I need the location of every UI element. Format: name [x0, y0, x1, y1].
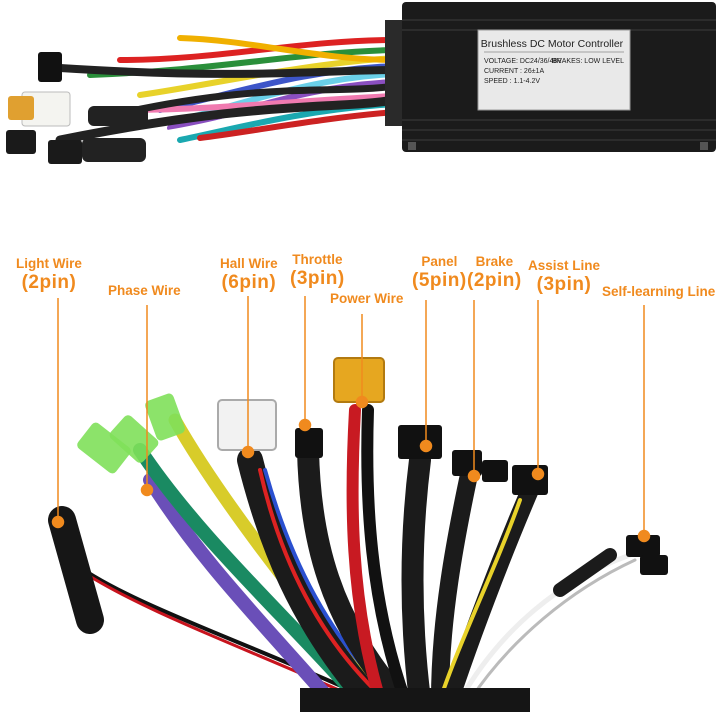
- top-connector-black: [38, 52, 62, 82]
- controller-title: Brushless DC Motor Controller: [481, 38, 624, 50]
- wire-harness: [48, 357, 668, 712]
- controller-current: CURRENT : 26±1A: [484, 68, 544, 75]
- controller-label-plate: Brushless DC Motor Controller VOLTAGE: D…: [477, 29, 631, 111]
- controller-voltage: VOLTAGE: DC24/36/48V: [484, 58, 562, 65]
- label-self-learning-line: Self-learning Line: [602, 284, 716, 299]
- top-heatshrink: [82, 138, 146, 162]
- label-power-wire: Power Wire: [330, 291, 404, 306]
- panel-marker: [419, 439, 433, 453]
- brake-marker: [467, 469, 481, 483]
- label-panel: Panel (5pin): [412, 254, 467, 291]
- throttle-marker: [298, 418, 312, 432]
- controller-photo: Brushless DC Motor Controller VOLTAGE: D…: [6, 2, 716, 164]
- light-wire-marker: [51, 515, 65, 529]
- label-brake: Brake (2pin): [467, 254, 522, 291]
- power-wire-marker: [355, 395, 369, 409]
- controller-speed: SPEED : 1.1-4.2V: [484, 78, 540, 85]
- top-connector-small-2: [48, 140, 82, 164]
- phase-wire-marker: [140, 483, 154, 497]
- label-hall-wire: Hall Wire (6pin): [220, 256, 278, 293]
- label-assist-line: Assist Line (3pin): [528, 258, 601, 295]
- self-learning-line-marker: [637, 529, 651, 543]
- top-wire-bundle: [55, 35, 400, 145]
- label-light-wire: Light Wire (2pin): [16, 256, 82, 293]
- leader-lines: [51, 296, 651, 543]
- label-throttle: Throttle (3pin): [290, 252, 345, 289]
- label-phase-wire: Phase Wire: [108, 283, 181, 298]
- hall-wire-marker: [241, 445, 255, 459]
- controller-brakes: BRAKES: LOW LEVEL: [552, 58, 624, 65]
- assist-line-marker: [531, 467, 545, 481]
- top-connector-xt60: [8, 96, 34, 120]
- top-heatshrink-2: [88, 106, 148, 126]
- top-connector-small: [6, 130, 36, 154]
